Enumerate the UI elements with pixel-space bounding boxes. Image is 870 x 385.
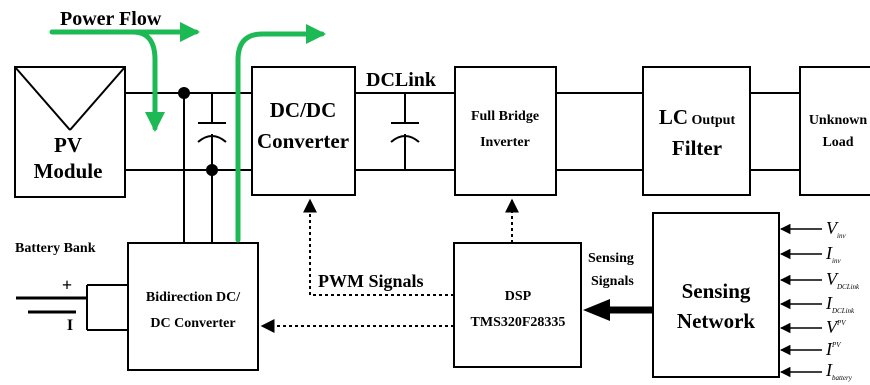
battery-minus: I [67,317,73,334]
svg-text:VPV: VPV [826,317,846,337]
power-flow-arrows [49,22,326,243]
full-bridge-inverter-block: Full Bridge Inverter [454,66,557,196]
dsp-block: DSP TMS320F28335 [453,242,582,368]
unknown-load-block: Unknown Load [799,66,870,196]
input-i-dclink: I [825,293,833,313]
sensing-signals-label-2: Signals [591,274,634,289]
sensing-signals-arrow: Sensing Signals [583,251,653,321]
svg-text:IPV: IPV [825,339,841,359]
control-lines [260,198,519,333]
sensing-signals-label-1: Sensing [588,251,634,266]
sensing-network-block: Sensing Network [652,212,780,378]
bidirection-label-2: DC Converter [150,316,235,331]
sensing-inputs [779,223,822,378]
sensing-input-labels: Vinv Iinv VDCLink IDCLink VPV IPV Ibatte… [825,218,860,382]
pv-module-label-1: PV [54,133,82,157]
dsp-label-1: DSP [505,289,532,304]
pwm-signals-label: PWM Signals [318,271,424,291]
load-label-2: Load [822,135,853,150]
dcdc-label-2: Converter [257,129,349,153]
dclink-label: DCLink [366,69,437,91]
sensing-network-label-2: Network [677,309,755,333]
pv-module-block: PV Module [14,66,126,198]
svg-text:Iinv: Iinv [825,243,841,265]
svg-text:Vinv: Vinv [826,218,846,240]
dsp-label-2: TMS320F28335 [471,315,566,330]
input-v-inv: V [826,218,839,238]
svg-text:IDCLink: IDCLink [825,293,855,315]
battery-plus: + [62,275,72,295]
bidirection-label-1: Bidirection DC/ [146,290,241,305]
power-flow-label: Power Flow [60,8,162,30]
sensing-network-label-1: Sensing [682,279,751,303]
full-bridge-label-2: Inverter [480,135,530,150]
pv-capacitor [197,93,227,170]
input-i-inv: I [825,243,833,263]
input-v-pv: V [826,317,839,337]
battery-bank: Battery Bank + I [15,241,128,334]
svg-text:VDCLink: VDCLink [826,269,860,291]
lc-label-small: Output [688,113,735,128]
lc-filter-block: LC Output Filter [642,66,751,196]
dcdc-label-1: DC/DC [270,98,337,122]
battery-bank-label: Battery Bank [15,241,96,256]
dcdc-converter-block: DC/DC Converter [251,66,356,196]
dclink-capacitor [390,93,420,170]
power-flow-arrow-return [235,24,326,243]
input-i-battery: I [825,360,833,380]
pv-module-label-2: Module [34,159,103,183]
svg-text:Ibattery: Ibattery [825,360,853,382]
lc-label-big: LC [659,105,688,129]
input-i-pv: I [825,339,833,359]
input-v-dclink: V [826,269,839,289]
bidirection-converter-block: Bidirection DC/ DC Converter [127,242,259,371]
svg-text:LC Output: LC Output [659,105,736,129]
power-flow-arrow-down [130,29,165,132]
full-bridge-label-1: Full Bridge [471,109,539,124]
load-label-1: Unknown [809,113,868,128]
lc-label-2: Filter [672,136,722,160]
